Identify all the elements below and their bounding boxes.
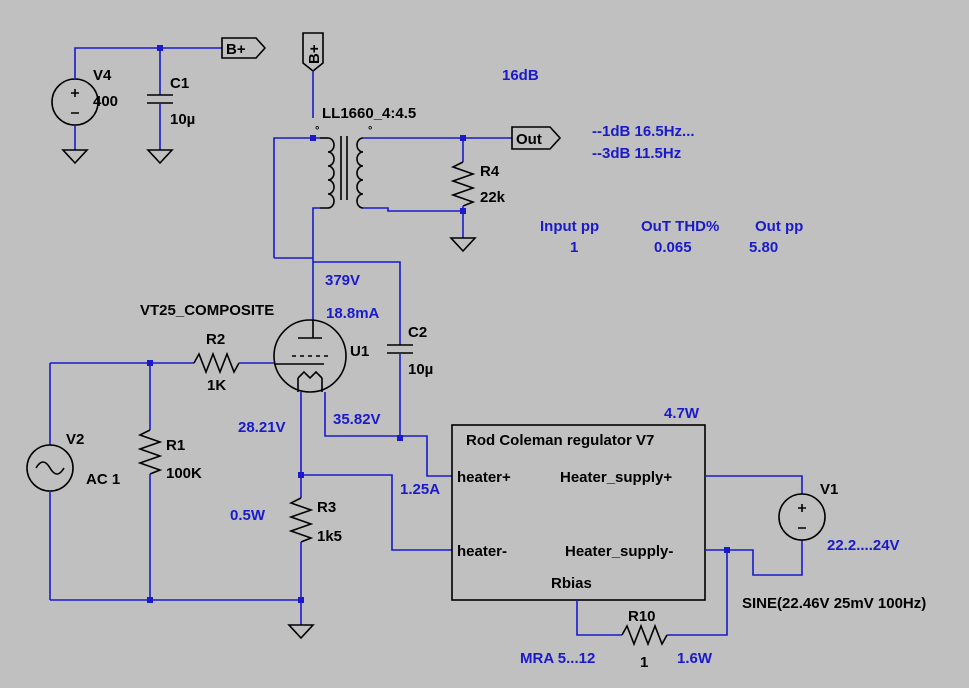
c2-name: C2 (408, 324, 427, 341)
cathode-voltage: 35.82V (333, 411, 381, 428)
r4-value: 22k (480, 189, 506, 206)
v2-value: AC 1 (86, 471, 120, 488)
r10-value: 1 (640, 654, 648, 671)
out-pp-label: Out pp (755, 218, 803, 235)
r1-resistor (137, 363, 163, 600)
bplus-flag-top: B+ (302, 32, 324, 118)
r10-power: 1.6W (677, 650, 713, 667)
v1-name: V1 (820, 481, 838, 498)
out-pp-value: 5.80 (749, 239, 778, 256)
heater-current: 1.25A (400, 481, 440, 498)
heater-plus-wire (324, 392, 452, 477)
r3-value: 1k5 (317, 528, 342, 545)
r4-resistor (449, 138, 477, 253)
r4-name: R4 (480, 163, 500, 180)
gain-label: 16dB (502, 67, 539, 84)
r2-name: R2 (206, 331, 225, 348)
c2-value: 10µ (408, 361, 433, 378)
v1-sine: SINE(22.46V 25mV 100Hz) (742, 595, 926, 612)
regulator-power: 4.7W (664, 405, 700, 422)
v4-value: 400 (93, 93, 118, 110)
tube-model: VT25_COMPOSITE (140, 302, 274, 319)
regulator-title: Rod Coleman regulator V7 (466, 432, 654, 449)
tube-name: U1 (350, 343, 369, 360)
supply-plus-wire (705, 475, 803, 494)
c2-wire (313, 261, 401, 345)
grid-voltage: 28.21V (238, 419, 286, 436)
c2-capacitor (387, 344, 413, 438)
v1-source (778, 493, 826, 541)
c1-value: 10µ (170, 111, 195, 128)
v2-source (26, 363, 74, 600)
v1-value: 22.2....24V (827, 537, 900, 554)
r1-name: R1 (166, 437, 185, 454)
svg-text:B+: B+ (306, 44, 323, 64)
r10-name: R10 (628, 608, 656, 625)
heater-minus-wire (300, 392, 452, 551)
out-flag: Out (511, 126, 562, 150)
r3-power: 0.5W (230, 507, 266, 524)
minus1db-label: --1dB 16.5Hz... (592, 123, 695, 140)
pin-supply-plus: Heater_supply+ (560, 469, 672, 486)
r10-note: MRA 5...12 (520, 650, 595, 667)
v2-name: V2 (66, 431, 84, 448)
r2-value: 1K (207, 377, 226, 394)
transformer-name: LL1660_4:4.5 (322, 105, 416, 122)
pin-heater-minus: heater- (457, 543, 507, 560)
thd-label: OuT THD% (641, 218, 719, 235)
transformer: ° ° (273, 125, 512, 258)
bplus-flag-left: B+ (221, 37, 267, 59)
plate-current: 18.8mA (326, 305, 380, 322)
r2-resistor (193, 351, 274, 375)
regulator-block (451, 424, 706, 601)
svg-text:°: ° (315, 125, 319, 137)
supply-minus-wire (705, 540, 803, 576)
input-pp-value: 1 (570, 239, 578, 256)
svg-text:Out: Out (516, 131, 542, 148)
r3-resistor (287, 475, 315, 640)
plate-voltage: 379V (325, 272, 360, 289)
r3-name: R3 (317, 499, 336, 516)
minus3db-label: --3dB 11.5Hz (592, 145, 681, 162)
svg-text:B+: B+ (226, 41, 246, 58)
c1-capacitor (146, 45, 174, 165)
plate-wire (274, 257, 314, 320)
tube-u1 (273, 319, 347, 393)
pin-supply-minus: Heater_supply- (565, 543, 673, 560)
pin-heater-plus: heater+ (457, 469, 511, 486)
v4-source (51, 47, 222, 165)
c1-name: C1 (170, 75, 189, 92)
r10-resistor (576, 550, 728, 647)
pin-rbias: Rbias (551, 575, 592, 592)
thd-value: 0.065 (654, 239, 692, 256)
r1-value: 100K (166, 465, 202, 482)
v4-name: V4 (93, 67, 112, 84)
input-pp-label: Input pp (540, 218, 599, 235)
svg-text:°: ° (368, 125, 372, 137)
